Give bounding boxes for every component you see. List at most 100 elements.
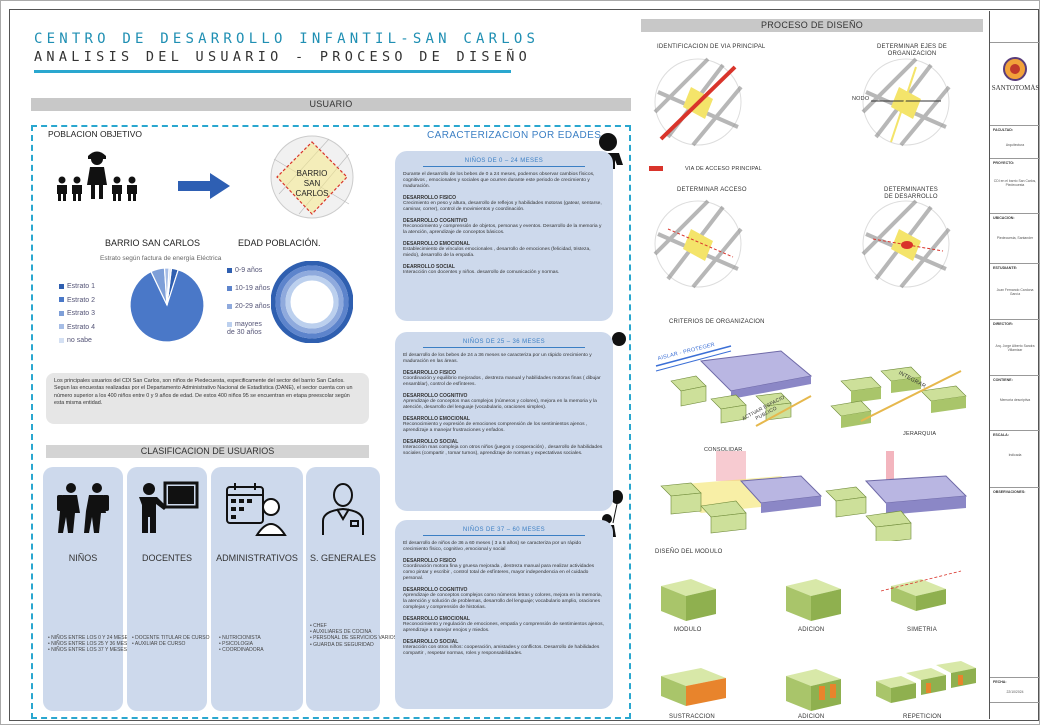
legend-entry: Estrato 2 (59, 297, 95, 304)
title-underline (34, 70, 511, 73)
list-item: CHEF (310, 623, 397, 629)
label-modulo: MODULO (674, 627, 702, 633)
tb-contiene: CONTIENE: Memoria descriptiva (990, 376, 1040, 431)
list-item: AUXILIAR DE CURSO (132, 641, 210, 647)
list-item: NIÑOS ENTRE LOS 0 Y 24 MESES (48, 635, 134, 641)
card-ninos: NIÑOS NIÑOS ENTRE LOS 0 Y 24 MESES NIÑOS… (43, 467, 134, 711)
age-section-heading: DESARROLLO FISICO (403, 370, 457, 376)
legend-label: no sabe (67, 337, 92, 344)
via-legend-swatch (649, 166, 663, 171)
age-range-label: NIÑOS DE 37 – 60 MESES (423, 527, 585, 536)
list-item: NIÑOS ENTRE LOS 37 Y MESES (48, 647, 134, 653)
estrato-caption: Estrato según factura de energía Eléctri… (100, 255, 222, 262)
sheet-frame (9, 9, 1039, 721)
age-section-heading: DESARROLLO FISICO (403, 195, 457, 201)
card-administrativos: ADMINISTRATIVOS NUTRICIONISTA PSICOLOGIA… (211, 467, 303, 711)
legend-entry: 10-19 años (227, 285, 270, 292)
age-section-text: Crecimiento en peso y altura, desarrollo… (403, 201, 602, 212)
tb-director: DIRECTOR: Arq. Jorge Alberto Sandra Vill… (990, 320, 1040, 376)
tb-val: Juan Fernando Cardona García (996, 288, 1034, 296)
tb-ubicacion: UBICACION: Piedecuesta, Santander (990, 214, 1040, 264)
legend-swatch (59, 283, 64, 289)
estrato-pie-chart (129, 267, 205, 343)
tb-facultad: FACULTAD: Arquitectura (990, 126, 1040, 159)
pie-slice (129, 268, 205, 343)
legend-entry: 0-9 años (227, 267, 262, 274)
staff-icon (322, 483, 364, 535)
card-administrativos-label: ADMINISTRATIVOS (216, 553, 298, 563)
title-block: SANTOTOMÁS FACULTAD: Arquitectura PROYEC… (989, 11, 1040, 719)
barrio-chart-title: BARRIO SAN CARLOS (105, 238, 201, 248)
tb-cap: FACULTAD: (993, 128, 1014, 132)
card-ninos-label: NIÑOS (68, 553, 98, 563)
age-section-heading: DESARROLLO FISICO (403, 558, 457, 564)
modulo-diagrams (661, 570, 976, 711)
label-criterios: CRITERIOS DE ORGANIZACION (669, 319, 765, 325)
legend-label: Estrato 1 (67, 283, 96, 290)
usuario-dashed-frame (31, 125, 631, 719)
page-subtitle: ANALISIS DEL USUARIO - PROCESO DE DISEÑO (34, 49, 532, 65)
legend-swatch (59, 337, 64, 343)
tb-val: Arquitectura (1005, 143, 1025, 147)
tb-cap: ESCALA: (993, 433, 1009, 437)
teacher-icon (139, 481, 199, 533)
label-adicion-1: ADICION (798, 627, 825, 633)
usuarios-description: Los principales usuarios del CDI San Car… (46, 373, 369, 424)
label-repeticion: REPETICION (903, 714, 942, 720)
site-map-determinantes (861, 199, 951, 289)
age-section-text: Aprendizaje de conceptos complejos como … (403, 593, 602, 610)
site-map-via (653, 57, 743, 147)
label-simetria: SIMETRIA (907, 627, 937, 633)
legend-label: 0-9 años (235, 267, 263, 274)
donut-ring (271, 261, 353, 343)
label-acceso: DETERMINAR ACCESO (677, 187, 747, 193)
legend-entry: Estrato 1 (59, 283, 95, 290)
age-section-text: Coordinación y equilibrio mejorados , de… (403, 376, 601, 387)
tb-proyecto: PROYECTO: CDI en el barrio San Carlos, P… (990, 159, 1040, 214)
title-block-top (990, 11, 1040, 43)
age-section-heading: DESARROLLO SOCIAL (403, 439, 459, 445)
edad-donut-chart (271, 261, 353, 343)
legend-swatch (59, 324, 64, 330)
tb-cap: OBSERVACIONES: (993, 490, 1026, 494)
poblacion-title: POBLACION OBJETIVO (48, 129, 142, 139)
age-range-label: NIÑOS DE 25 – 36 MESES (423, 339, 585, 348)
clasificacion-band: CLASIFICACION DE USUARIOS (46, 445, 369, 458)
age-section-heading: DEARROLLO SOCIAL (403, 264, 455, 270)
site-map-ejes (861, 57, 951, 147)
tb-val: Arq. Jorge Alberto Sandra Villamizar (995, 344, 1035, 352)
list-item: AUXILIARES DE COCINA (310, 629, 397, 635)
tb-fecha: FECHA: 22/10/2024 (990, 678, 1040, 703)
site-map-acceso (653, 199, 743, 289)
usuario-band: USUARIO (31, 98, 631, 111)
label-adicion-2: ADICION (798, 714, 825, 720)
age-section-heading: DESARROLLO COGNITIVO (403, 218, 468, 224)
criterios-diagrams (655, 345, 968, 541)
legend-label: Estrato 2 (67, 296, 96, 304)
legend-entry: no sabe (59, 337, 92, 344)
label-diseno-modulo: DISEÑO DEL MODULO (655, 549, 723, 555)
list-item: COORDINADORA (219, 647, 263, 653)
age-section-text: Reconocimiento y regulación de emociones… (403, 622, 604, 633)
edad-chart-title: EDAD POBLACIÓN. (238, 238, 321, 248)
list-item: PERSONAL DE SERVICIOS VARIOS (310, 635, 397, 641)
university-seal-icon (1003, 57, 1027, 81)
legend-label: 20-29 años (235, 303, 271, 310)
list-item: NIÑOS ENTRE LOS 25 Y 36 MESES (48, 641, 134, 647)
card-docentes-list: DOCENTE TITULAR DE CURSO AUXILIAR DE CUR… (132, 635, 210, 647)
card-administrativos-list: NUTRICIONISTA PSICOLOGIA COORDINADORA (219, 635, 264, 654)
card-ninos-list: NIÑOS ENTRE LOS 0 Y 24 MESES NIÑOS ENTRE… (48, 635, 134, 654)
tb-escala: ESCALA: Indicada (990, 431, 1040, 488)
tb-cap: UBICACION: (993, 216, 1015, 220)
age-section-heading: DESARROLLO EMOCIONAL (403, 416, 470, 422)
tb-cap: FECHA: (993, 680, 1007, 684)
age-range-label: NIÑOS DE 0 – 24 MESES (423, 158, 585, 167)
age-section-text: Reconocimiento y expresión de emociones … (403, 422, 588, 433)
age-section-heading: DESARROLLO EMOCIONAL (403, 616, 470, 622)
donut-ring (280, 270, 344, 334)
age-section-text: Interacción mas compleja con otros niños… (403, 445, 603, 456)
list-item: PSICOLOGIA (219, 641, 264, 647)
age-card-37-60: NIÑOS DE 37 – 60 MESES El desarrollo de … (395, 520, 613, 709)
card-sgenerales-list: CHEF AUXILIARES DE COCINA PERSONAL DE SE… (310, 623, 397, 648)
